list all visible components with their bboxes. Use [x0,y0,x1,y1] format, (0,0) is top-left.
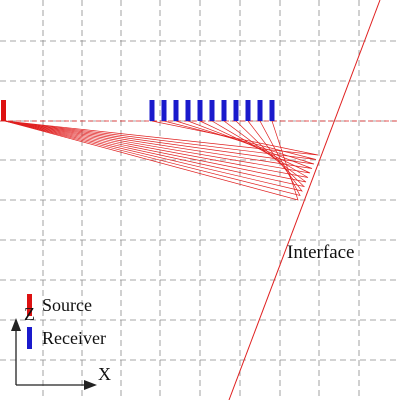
ray-path [4,120,299,201]
z-axis-label: Z [24,304,35,324]
legend-source-label: Source [42,295,92,315]
legend-receiver-swatch [27,327,32,349]
receiver-marker [161,100,167,121]
z-arrow-head-icon [11,318,21,331]
receiver-marker [221,100,227,121]
source-marker [1,100,6,121]
ray-paths [4,120,319,201]
interface-line [228,0,381,400]
receiver-marker [185,100,191,121]
receiver-marker [149,100,155,121]
axis-indicator [11,318,97,390]
receiver-marker [257,100,263,121]
receiver-marker [245,100,251,121]
legend-receiver-label: Receiver [42,328,106,348]
ray-path [4,120,315,165]
receiver-marker [173,100,179,121]
ray-path [4,120,317,160]
x-axis-label: X [98,364,111,384]
x-arrow-head-icon [84,380,97,390]
receiver-array [149,100,275,121]
ray-path [4,120,311,174]
legend-source-swatch [27,294,32,316]
ray-path [4,120,306,188]
receiver-marker [209,100,215,121]
ray-path [4,120,313,169]
receiver-marker [233,100,239,121]
ray-path [4,120,301,197]
interface-label: Interface [287,242,355,263]
receiver-marker [269,100,275,121]
ray-path [4,120,303,192]
receiver-marker [197,100,203,121]
ray-path [4,120,309,178]
ray-path [4,120,307,183]
